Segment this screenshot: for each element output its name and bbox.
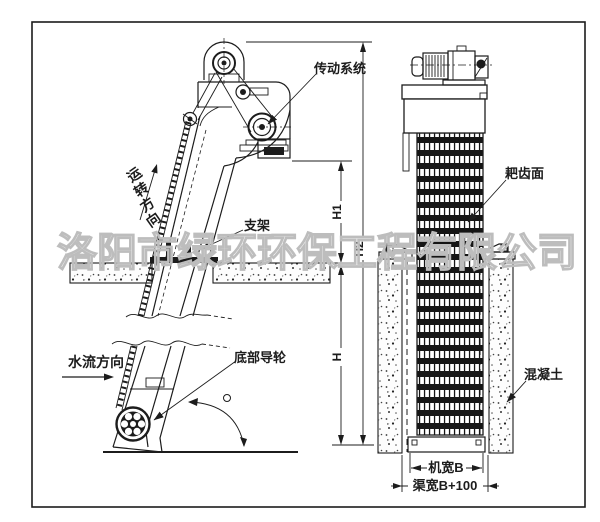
screen-grid xyxy=(407,132,486,453)
drive-system-label: 传动系统 xyxy=(313,61,366,76)
dim-h2-label: H2 xyxy=(352,241,366,257)
drive-system-leader xyxy=(267,73,317,125)
support-bracket xyxy=(150,241,218,263)
dim-h1-label: H1 xyxy=(330,204,344,220)
head-drive-assembly xyxy=(182,38,292,159)
motor-assembly xyxy=(410,45,492,86)
concrete-label: 混凝土 xyxy=(524,367,563,382)
rake-face-leader xyxy=(467,179,507,223)
mounting-feet xyxy=(378,243,516,260)
drive-sprocket xyxy=(476,59,486,69)
rake-chain-hatch-lower xyxy=(116,345,137,409)
support-label: 支架 xyxy=(243,218,270,233)
screen-body xyxy=(103,106,298,453)
dim-channel-width-label: 渠宽B+100 xyxy=(412,478,478,493)
angle-marker xyxy=(223,394,231,402)
floor-slab xyxy=(69,262,352,284)
water-flow-annotation: 水流方向 xyxy=(62,354,124,381)
bottom-frame xyxy=(407,436,486,453)
dimension-annotations: H1 H H2 机宽B 渠宽B+100 xyxy=(246,41,499,493)
rake-face-label: 耙齿面 xyxy=(505,166,544,181)
dim-h-label: H xyxy=(330,353,344,362)
watermark-text: 洛阳市绿环环保工程有限公司 xyxy=(57,231,577,275)
bottom-wheel-leader xyxy=(153,360,237,421)
channel-walls xyxy=(377,258,514,454)
head-box xyxy=(401,84,488,172)
water-flow-label: 水流方向 xyxy=(68,354,124,370)
dim-machine-width-label: 机宽B xyxy=(428,460,463,475)
bottom-guide-wheel xyxy=(115,406,151,442)
bottom-wheel-label: 底部导轮 xyxy=(234,350,286,365)
support-leader xyxy=(200,229,244,250)
rotation-arrow xyxy=(139,169,156,221)
front-view: 耙齿面 混凝土 xyxy=(377,45,563,454)
concrete-leader xyxy=(506,380,527,403)
break-line-lower xyxy=(111,340,203,346)
break-line-upper xyxy=(125,313,208,319)
